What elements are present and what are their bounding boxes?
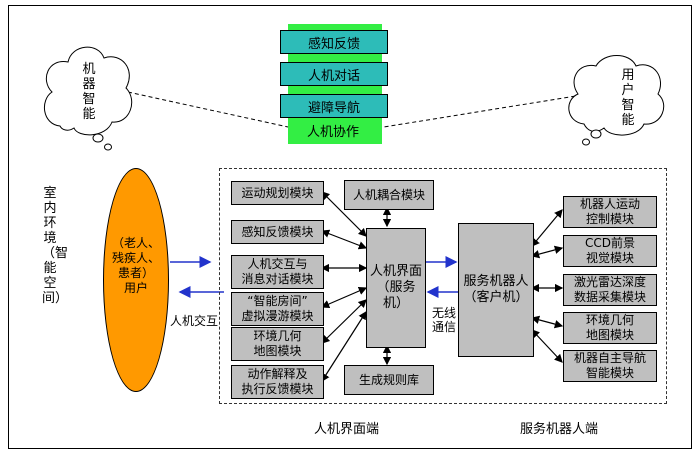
module-perception-feedback: 感知反馈模块 — [231, 220, 324, 244]
rule-base-box: 生成规则库 — [344, 365, 434, 395]
hmi-end-caption: 人机界面端 — [314, 422, 380, 437]
module-virtual-roaming: “智能房间”虚拟漫游模块 — [231, 292, 324, 326]
dashed-link-right — [383, 94, 583, 128]
module-ccd-vision: CCD前景视觉模块 — [563, 235, 657, 267]
module-autonomous-navigation: 机器自主导航智能模块 — [563, 350, 657, 382]
dashed-link-left — [127, 91, 289, 128]
stack-item-perception-feedback: 感知反馈 — [280, 30, 388, 54]
module-lidar-depth: 激光雷达深度数据采集模块 — [563, 274, 657, 306]
human-interaction-label: 人机交互 — [170, 314, 219, 328]
module-robot-geometric-map: 环境几何地图模块 — [563, 312, 657, 344]
user-intelligence-cloud — [568, 55, 665, 146]
indoor-environment-label: 室内环境（智能空间） — [42, 186, 69, 306]
module-robot-motion-control: 机器人运动控制模块 — [563, 196, 657, 228]
module-interaction-dialogue: 人机交互与消息对话模块 — [231, 255, 324, 289]
cloud-right-text: 用户智能 — [621, 68, 635, 128]
module-hci-coupling: 人机耦合模块 — [344, 180, 434, 210]
stack-item-collaboration: 人机协作 — [306, 124, 359, 140]
stack-item-obstacle-navigation: 避障导航 — [280, 94, 388, 118]
system-region — [219, 168, 667, 404]
user-oval — [103, 168, 169, 392]
module-geometric-map: 环境几何地图模块 — [231, 327, 324, 361]
stack-item-dialogue: 人机对话 — [280, 62, 388, 86]
wireless-label: 无线通信 — [432, 306, 457, 334]
machine-intelligence-cloud — [44, 46, 133, 151]
module-action-execution: 动作解释及执行反馈模块 — [231, 365, 324, 399]
outer-frame — [8, 5, 692, 449]
service-robot-box: 服务机器人（客户机） — [458, 223, 534, 357]
module-motion-planning: 运动规划模块 — [231, 181, 324, 205]
cloud-left-text: 机器智能 — [82, 62, 96, 122]
hmi-server-box: 人机界面（服务机） — [366, 228, 426, 348]
robot-end-caption: 服务机器人端 — [520, 422, 599, 437]
user-oval-text: （老人、 残疾人、 患者） 用户 — [111, 236, 160, 295]
